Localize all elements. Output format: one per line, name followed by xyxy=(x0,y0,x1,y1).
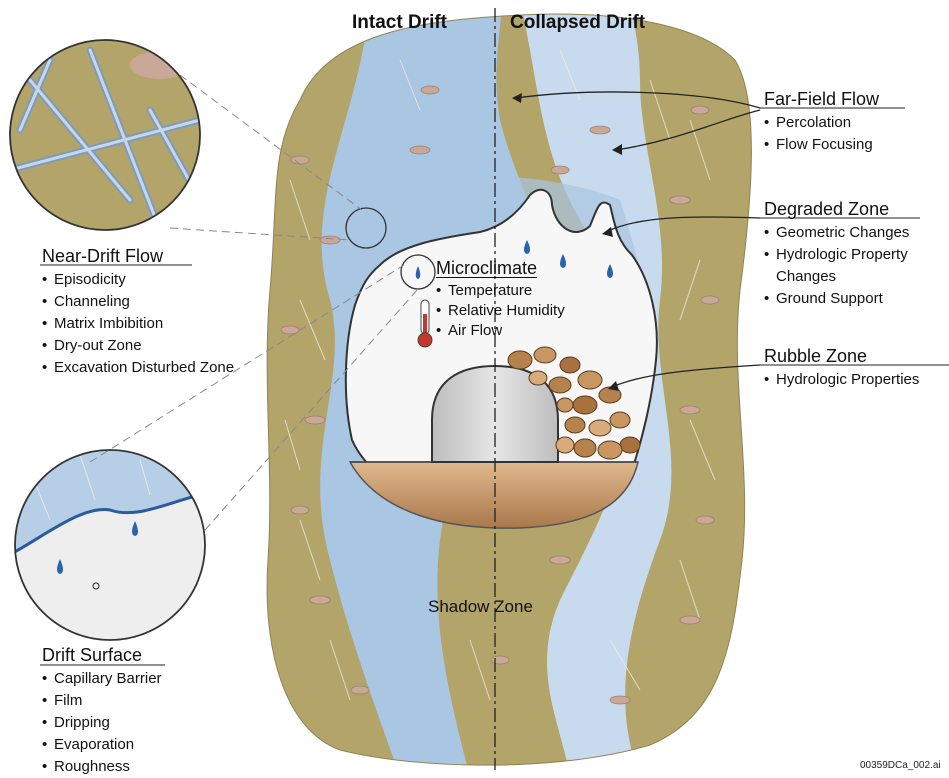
far-field-flow-callout: Far-Field Flow Percolation Flow Focusing xyxy=(764,89,939,156)
list-item: Hydrologic Property Changes xyxy=(764,244,936,288)
list-item: Evaporation xyxy=(42,734,222,756)
near-drift-flow-callout: Near-Drift Flow Episodicity Channeling M… xyxy=(42,246,242,379)
far-field-flow-list: Percolation Flow Focusing xyxy=(764,112,939,156)
list-item: Temperature xyxy=(436,281,596,301)
list-item: Excavation Disturbed Zone xyxy=(42,357,244,379)
header-intact-drift: Intact Drift xyxy=(352,12,447,34)
near-drift-flow-list: Episodicity Channeling Matrix Imbibition… xyxy=(42,269,242,379)
list-item: Ground Support xyxy=(764,288,944,310)
drift-surface-title: Drift Surface xyxy=(42,645,222,666)
zoom-circle-surface xyxy=(0,440,220,660)
list-item: Dry-out Zone xyxy=(42,335,242,357)
list-item: Channeling xyxy=(42,291,242,313)
microclimate-callout: Microclimate Temperature Relative Humidi… xyxy=(436,258,596,341)
list-item: Dripping xyxy=(42,712,222,734)
microclimate-list: Temperature Relative Humidity Air Flow xyxy=(436,281,596,341)
list-item: Air Flow xyxy=(436,321,596,341)
list-item: Hydrologic Properties xyxy=(764,369,949,391)
microclimate-title: Microclimate xyxy=(436,258,596,279)
degraded-zone-callout: Degraded Zone Geometric Changes Hydrolog… xyxy=(764,199,944,310)
degraded-zone-title: Degraded Zone xyxy=(764,199,944,220)
shadow-zone-label: Shadow Zone xyxy=(428,597,533,617)
list-item: Relative Humidity xyxy=(436,301,596,321)
zoom-circle-fractures xyxy=(0,30,210,240)
rubble-zone-title: Rubble Zone xyxy=(764,346,949,367)
drift-surface-list: Capillary Barrier Film Dripping Evaporat… xyxy=(42,668,222,778)
list-item: Film xyxy=(42,690,222,712)
rubble-zone-list: Hydrologic Properties xyxy=(764,369,949,391)
near-drift-flow-title: Near-Drift Flow xyxy=(42,246,242,267)
far-field-flow-title: Far-Field Flow xyxy=(764,89,939,110)
list-item: Flow Focusing xyxy=(764,134,939,156)
list-item: Percolation xyxy=(764,112,939,134)
degraded-zone-list: Geometric Changes Hydrologic Property Ch… xyxy=(764,222,944,310)
list-item: Matrix Imbibition xyxy=(42,313,242,335)
file-id-label: 00359DCa_002.ai xyxy=(860,760,941,771)
list-item: Episodicity xyxy=(42,269,242,291)
list-item: Geometric Changes xyxy=(764,222,944,244)
header-collapsed-drift: Collapsed Drift xyxy=(510,12,645,34)
list-item: Capillary Barrier xyxy=(42,668,222,690)
drift-surface-callout: Drift Surface Capillary Barrier Film Dri… xyxy=(42,645,222,778)
rubble-zone-callout: Rubble Zone Hydrologic Properties xyxy=(764,346,949,391)
list-item: Roughness xyxy=(42,756,222,778)
